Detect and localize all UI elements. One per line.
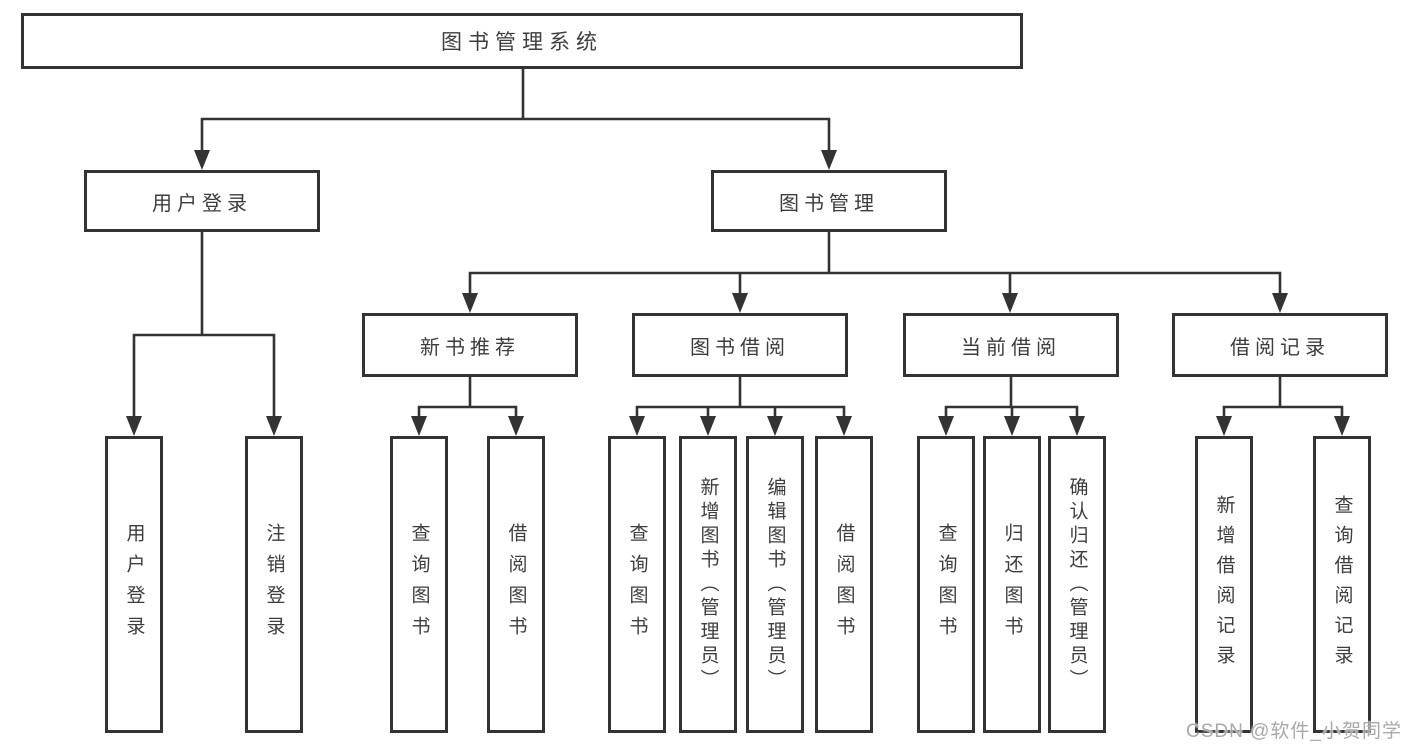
leaf-query-books-1: 查询图书 bbox=[390, 436, 448, 733]
leaf-label: 查询借阅记录 bbox=[1331, 494, 1353, 675]
leaf-query-books-2: 查询图书 bbox=[608, 436, 666, 733]
leaf-label: 查询图书 bbox=[935, 522, 957, 647]
leaf-add-books-admin: 新增图书（管理员） bbox=[679, 436, 737, 733]
node-current-borrow: 当前借阅 bbox=[903, 313, 1119, 377]
node-label: 图书管理系统 bbox=[441, 31, 603, 54]
node-label: 图书管理 bbox=[779, 192, 879, 215]
leaf-label: 借阅图书 bbox=[505, 522, 527, 647]
node-user-login: 用户登录 bbox=[84, 170, 320, 232]
node-book-borrow: 图书借阅 bbox=[632, 313, 848, 377]
node-new-book-recommend: 新书推荐 bbox=[362, 313, 578, 377]
leaf-confirm-return-admin: 确认归还（管理员） bbox=[1048, 436, 1106, 733]
leaf-query-borrow-record: 查询借阅记录 bbox=[1313, 436, 1371, 733]
leaf-label: 用户登录 bbox=[123, 522, 145, 647]
leaf-add-borrow-record: 新增借阅记录 bbox=[1195, 436, 1253, 733]
leaf-borrow-books-1: 借阅图书 bbox=[487, 436, 545, 733]
leaf-user-login: 用户登录 bbox=[105, 436, 163, 733]
leaf-edit-books-admin: 编辑图书（管理员） bbox=[746, 436, 804, 733]
node-label: 新书推荐 bbox=[420, 336, 520, 359]
leaf-borrow-books-2: 借阅图书 bbox=[815, 436, 873, 733]
leaf-label: 确认归还（管理员） bbox=[1066, 476, 1088, 693]
leaf-logout: 注销登录 bbox=[245, 436, 303, 733]
leaf-return-books: 归还图书 bbox=[983, 436, 1041, 733]
leaf-label: 归还图书 bbox=[1001, 522, 1023, 647]
leaf-query-books-3: 查询图书 bbox=[917, 436, 975, 733]
node-library-management-system: 图书管理系统 bbox=[21, 13, 1023, 69]
node-label: 借阅记录 bbox=[1230, 336, 1330, 359]
node-label: 图书借阅 bbox=[690, 336, 790, 359]
node-label: 用户登录 bbox=[152, 192, 252, 215]
node-label: 当前借阅 bbox=[961, 336, 1061, 359]
leaf-label: 新增借阅记录 bbox=[1213, 494, 1235, 675]
node-book-management: 图书管理 bbox=[711, 170, 947, 232]
leaf-label: 新增图书（管理员） bbox=[697, 476, 719, 693]
csdn-watermark: CSDN @软件_小贺同学 bbox=[1186, 721, 1402, 742]
leaf-label: 查询图书 bbox=[626, 522, 648, 647]
leaf-label: 注销登录 bbox=[263, 522, 285, 647]
leaf-label: 借阅图书 bbox=[833, 522, 855, 647]
leaf-label: 编辑图书（管理员） bbox=[764, 476, 786, 693]
leaf-label: 查询图书 bbox=[408, 522, 430, 647]
node-borrow-records: 借阅记录 bbox=[1172, 313, 1388, 377]
